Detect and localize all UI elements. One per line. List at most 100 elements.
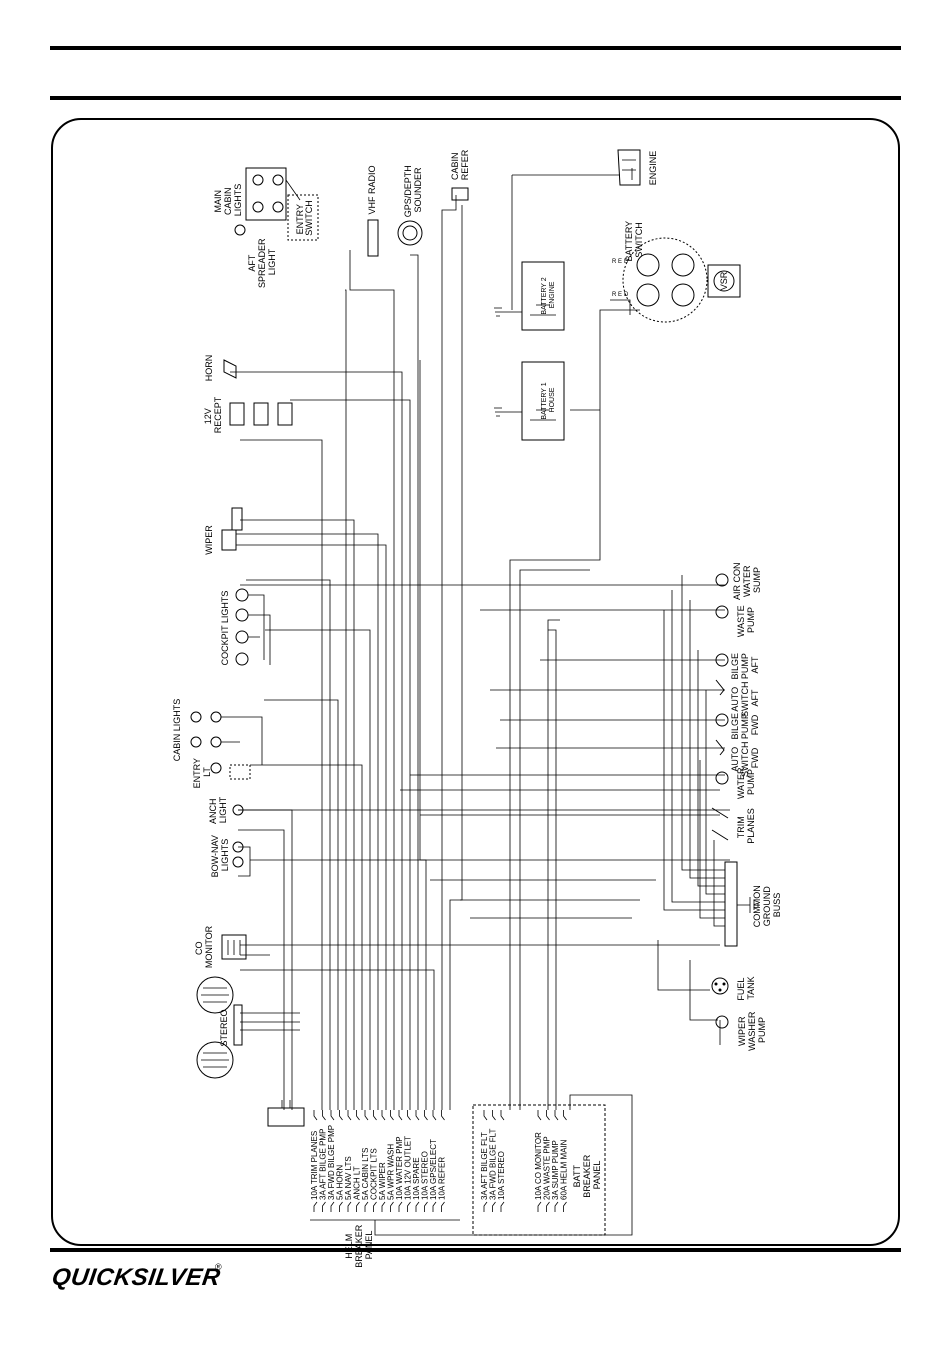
ground-buss-line1: COMMON xyxy=(752,885,762,927)
battery-1-line2: HOUSE xyxy=(549,387,556,412)
engine-label: ENGINE xyxy=(648,151,658,186)
svg-text:AUTO SWITCH AFT: AUTO SWITCH AFT xyxy=(730,679,760,717)
svg-text:BATTERY 1 HOUSE: BATTERY 1 HOUSE xyxy=(541,380,556,419)
breaker-label: 10A TRIM PLANES xyxy=(310,1131,319,1200)
aft-spreader-line1: AFT xyxy=(247,254,257,272)
trim-planes: TRIM PLANES xyxy=(711,807,756,844)
breaker-symbol xyxy=(500,1110,505,1212)
breaker-label: 10A WATER PMP xyxy=(395,1136,404,1200)
breaker-symbol xyxy=(407,1110,411,1212)
recept-line2: RECEPT xyxy=(213,396,223,433)
breaker-symbol xyxy=(356,1110,360,1212)
waste-pump-line1: WASTE xyxy=(736,605,746,637)
helm-panel-line3: PANEL xyxy=(364,1231,374,1260)
terminal-r2: R xyxy=(612,292,617,298)
water-pump-line2: PUMP xyxy=(746,769,756,795)
breaker-symbol xyxy=(441,1110,445,1212)
breaker-symbol xyxy=(398,1110,403,1212)
receptacle-12v: 12V RECEPT xyxy=(203,396,293,433)
main-cabin-lights: MAIN CABIN LIGHTS ENTRY SWITCH AFT SPREA… xyxy=(213,167,319,288)
trim-planes-line2: PLANES xyxy=(746,808,756,844)
vhf-radio: VHF RADIO xyxy=(367,165,379,257)
terminal-d1: D xyxy=(624,259,629,265)
batt-panel-line2: BREAKER xyxy=(582,1154,592,1198)
waste-pump-line2: PUMP xyxy=(746,607,756,633)
second-rule xyxy=(50,96,901,100)
wiper-washer-pump: WIPER WASHER PUMP xyxy=(715,1009,767,1051)
breaker-symbol xyxy=(322,1110,326,1212)
fuel-tank-line2: TANK xyxy=(746,976,756,999)
breaker-symbol xyxy=(381,1110,386,1212)
air-con-line2: WATER xyxy=(742,565,752,597)
cockpit-lights: COCKPIT LIGHTS xyxy=(220,588,271,666)
auto-aft-line2: SWITCH xyxy=(740,682,750,718)
svg-text:BILGE PUMP AFT: BILGE PUMP AFT xyxy=(730,650,760,679)
breaker-label: 5A HORN xyxy=(336,1165,345,1200)
cockpit-lights-label: COCKPIT LIGHTS xyxy=(220,591,230,666)
svg-text:AFT SPREADER LIGHT: AFT SPREADER LIGHT xyxy=(247,236,277,288)
terminal-d2: D xyxy=(624,292,629,298)
bilge-aft-line1: BILGE xyxy=(730,653,740,680)
water-pump-line1: WATER xyxy=(736,767,746,799)
bilge-aft-line2: PUMP xyxy=(740,653,750,679)
diagram-frame xyxy=(51,118,900,1246)
svg-text:BATT BREAKER PANEL: BATT BREAKER PANEL xyxy=(572,1152,602,1198)
terminal-r1: R xyxy=(612,259,617,265)
svg-text:TRIM PLANES: TRIM PLANES xyxy=(736,808,756,844)
auto-switch-aft: AUTO SWITCH AFT xyxy=(715,679,760,717)
breaker-symbol xyxy=(537,1110,542,1212)
bilge-fwd-line3: FWD xyxy=(750,714,760,735)
helm-panel-line1: HELM xyxy=(344,1234,354,1259)
aft-spreader-line3: LIGHT xyxy=(267,248,277,275)
top-rule xyxy=(50,46,901,50)
entry-lt-line2: LT xyxy=(202,767,212,777)
svg-text:WASTE PUMP: WASTE PUMP xyxy=(736,603,756,637)
breaker-symbol xyxy=(390,1110,394,1212)
air-con-line3: SUMP xyxy=(752,567,762,593)
svg-text:AUTO SWITCH FWD: AUTO SWITCH FWD xyxy=(730,739,760,777)
vhf-radio-label: VHF RADIO xyxy=(367,165,377,214)
light-bulb-icon xyxy=(272,174,284,186)
breaker-label: 10A SPARE xyxy=(412,1157,421,1200)
light-bulb-icon xyxy=(252,174,264,186)
main-cabin-lights-line2: CABIN xyxy=(223,188,233,216)
bilge-fwd-line1: BILGE xyxy=(730,713,740,740)
svg-text:CABIN REFER: CABIN REFER xyxy=(450,149,470,180)
svg-text:WIPER WASHER PUMP: WIPER WASHER PUMP xyxy=(737,1009,767,1051)
stereo-label: STEREO xyxy=(219,1009,229,1046)
auto-fwd-line1: AUTO xyxy=(730,747,740,772)
stereo: STEREO xyxy=(196,976,243,1079)
breaker-label: 10A CO MONITOR xyxy=(534,1132,543,1200)
svg-text:HELM BREAKER PANEL: HELM BREAKER PANEL xyxy=(344,1222,374,1268)
breaker-symbol xyxy=(483,1110,488,1212)
battery-2-line1: BATTERY 2 xyxy=(541,277,548,314)
breaker-label: 3A FWD BILGE FLT xyxy=(489,1128,498,1200)
battery-1: BATTERY 1 HOUSE xyxy=(494,361,565,441)
breaker-label: 5A CABIN LTS xyxy=(361,1148,370,1200)
auto-fwd-line2: SWITCH xyxy=(740,742,750,778)
svg-text:MAIN CABIN LIGHTS: MAIN CABIN LIGHTS xyxy=(213,184,243,217)
breaker-symbol xyxy=(339,1110,343,1212)
auto-aft-line3: AFT xyxy=(750,689,760,707)
horn: HORN xyxy=(204,355,237,381)
footer-rule xyxy=(50,1248,901,1252)
battery-switch-line1: BATTERY xyxy=(624,221,634,262)
auto-aft-line1: AUTO xyxy=(730,687,740,712)
entry-switch-line1: ENTRY xyxy=(295,204,305,234)
breaker-symbol xyxy=(492,1110,496,1212)
anch-light-line1: ANCH xyxy=(208,799,218,825)
svg-text:BATTERY 2 ENGINE: BATTERY 2 ENGINE xyxy=(541,275,556,314)
svg-text:BOW-NAV LIGHTS: BOW-NAV LIGHTS xyxy=(210,833,230,878)
anch-light: ANCH LIGHT xyxy=(208,796,244,825)
breaker-label: COCKPIT LTS xyxy=(370,1148,379,1200)
breaker-symbol xyxy=(424,1110,428,1212)
breaker-label: 3A AFT BILGE FLT xyxy=(480,1132,489,1200)
bilge-aft-line3: AFT xyxy=(750,656,760,674)
co-monitor: CO MONITOR xyxy=(194,925,247,968)
bilge-pump-fwd: BILGE PUMP FWD xyxy=(715,713,760,740)
bow-nav-lights: BOW-NAV LIGHTS xyxy=(210,833,244,878)
cabin-lights-label: CABIN LIGHTS xyxy=(172,699,182,762)
breaker-label: 10A REFER xyxy=(438,1157,447,1200)
